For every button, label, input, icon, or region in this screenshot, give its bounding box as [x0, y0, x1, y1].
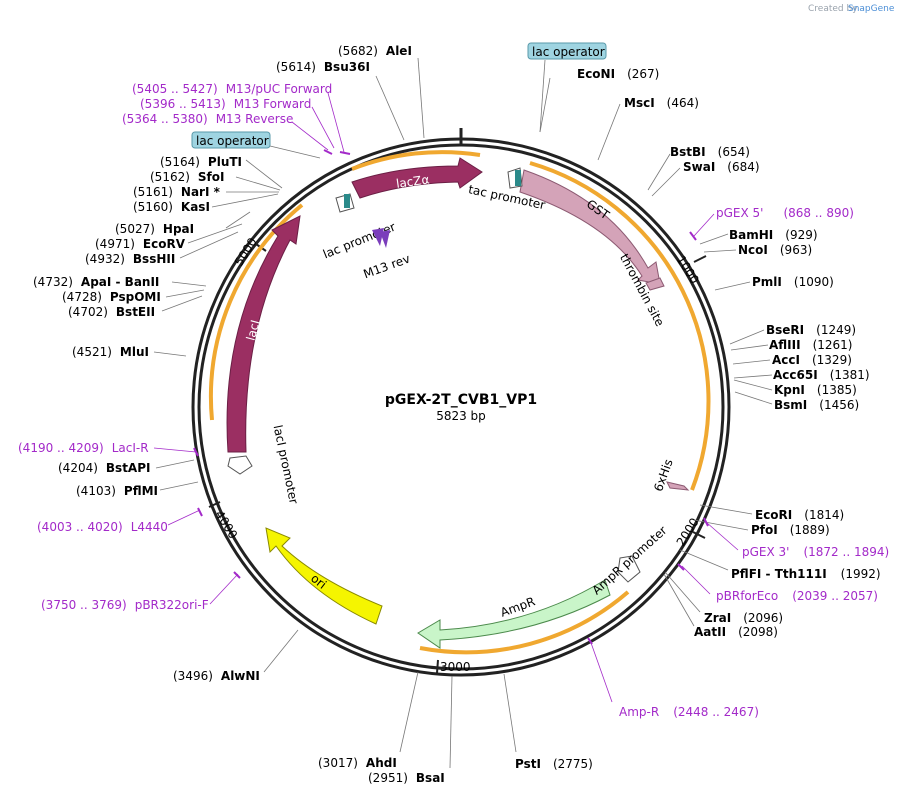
site-apai: (4732)ApaI - BanII	[33, 275, 159, 289]
site-kasi: (5160)KasI	[133, 200, 210, 214]
snapgene-brand: SnapGene	[848, 4, 895, 14]
lacza-label: lacZα	[395, 172, 430, 191]
primer-amp-r: Amp-R(2448 .. 2467)	[619, 705, 759, 719]
site-pflmi: (4103)PflMI	[76, 484, 158, 498]
site-bstbi: BstBI(654)	[670, 145, 750, 159]
site-ahdi: (3017)AhdI	[318, 756, 397, 770]
primer-m13-forward: (5396 .. 5413)M13 Forward	[140, 97, 311, 111]
site-kpni: KpnI(1385)	[774, 383, 857, 397]
laci-promoter-label: lacI promoter	[271, 424, 301, 506]
primer-pgex-3: pGEX 3'(1872 .. 1894)	[742, 545, 889, 559]
lacza-feature	[351, 157, 483, 199]
site-pmli: PmlI(1090)	[752, 275, 834, 289]
primer-pbr322ori-f: (3750 .. 3769)pBR322ori-F	[41, 598, 209, 612]
primers: (5405 .. 5427)M13/pUC Forward (5396 .. 5…	[18, 82, 889, 719]
site-alwni: (3496)AlwNI	[173, 669, 260, 683]
lac-operator-label-1: lac operator	[532, 45, 605, 59]
m13-rev-label: M13 rev	[361, 252, 411, 282]
site-econi: EcoNI(267)	[577, 67, 659, 81]
credit-text: Created by	[808, 4, 858, 14]
site-bsteii: (4702)BstEII	[68, 305, 155, 319]
site-pflfi: PflFI - Tth111I(1992)	[731, 567, 881, 581]
site-alei: (5682)AleI	[338, 44, 412, 58]
sites-left: (5682)AleI (5614)Bsu36I (5164)PluTI (516…	[33, 44, 453, 785]
site-bamhi: BamHI(929)	[729, 228, 818, 242]
his-feature	[666, 481, 690, 491]
site-pluti: (5164)PluTI	[160, 155, 242, 169]
site-sfoi: (5162)SfoI	[150, 170, 224, 184]
site-ncoi: NcoI(963)	[738, 243, 812, 257]
site-bsshii: (4932)BssHII	[85, 252, 175, 266]
primer-m13puc-forward: (5405 .. 5427)M13/pUC Forward	[132, 82, 332, 96]
site-pfoi: PfoI(1889)	[751, 523, 830, 537]
site-mlui: (4521)MluI	[72, 345, 149, 359]
tick-3000: 3000	[440, 660, 471, 674]
lac-operator-box-1	[527, 42, 607, 60]
ori-feature	[265, 527, 383, 625]
site-acci: AccI(1329)	[772, 353, 852, 367]
site-bsu36i: (5614)Bsu36I	[276, 60, 370, 74]
tick-4000: 4000	[212, 508, 240, 541]
primer-pbrforeco: pBRforEco(2039 .. 2057)	[716, 589, 878, 603]
site-hpai: (5027)HpaI	[115, 222, 194, 236]
site-pspomi: (4728)PspOMI	[62, 290, 161, 304]
laci-promoter-feature	[227, 455, 253, 475]
m13-rev-mark-2	[380, 230, 390, 248]
primer-l4440: (4003 .. 4020)L4440	[37, 520, 168, 534]
site-ecorv: (4971)EcoRV	[95, 237, 186, 251]
site-bsai: (2951)BsaI	[368, 771, 445, 785]
site-bsmi: BsmI(1456)	[774, 398, 859, 412]
site-nari: (5161)NarI *	[133, 185, 221, 199]
site-afliii: AflIII(1261)	[769, 338, 852, 352]
site-zrai: ZraI(2096)	[704, 611, 783, 625]
laci-feature	[226, 215, 301, 453]
site-msci: MscI(464)	[624, 96, 699, 110]
thrombin-feature	[645, 277, 665, 291]
primer-pgex-5: pGEX 5'(868 .. 890)	[716, 206, 854, 220]
ampr-promoter-feature	[617, 555, 641, 583]
primer-laci-r: (4190 .. 4209)LacI-R	[18, 441, 149, 455]
lac-operator-box-2	[191, 131, 271, 149]
plasmid-size: 5823 bp	[436, 409, 486, 423]
ampr-feature	[417, 579, 611, 649]
site-bseri: BseRI(1249)	[766, 323, 856, 337]
lac-operator-mark-2	[515, 170, 521, 186]
ampr-promoter-label: AmpR promoter	[589, 523, 669, 597]
plasmid-name: pGEX-2T_CVB1_VP1	[385, 392, 537, 408]
site-bstapi: (4204)BstAPI	[58, 461, 150, 475]
lac-operator-mark-1	[344, 194, 350, 208]
laci-label: lacI	[244, 318, 263, 342]
site-ecori: EcoRI(1814)	[755, 508, 844, 522]
site-acc65i: Acc65I(1381)	[773, 368, 870, 382]
primer-m13-reverse: (5364 .. 5380)M13 Reverse	[122, 112, 293, 126]
lac-operator-label-2: lac operator	[196, 134, 269, 148]
sites-right: EcoNI(267) MscI(464) BstBI(654) SwaI(684…	[503, 67, 881, 771]
site-psti: PstI(2775)	[515, 757, 593, 771]
site-aatii: AatII(2098)	[694, 625, 778, 639]
site-swai: SwaI(684)	[683, 160, 760, 174]
